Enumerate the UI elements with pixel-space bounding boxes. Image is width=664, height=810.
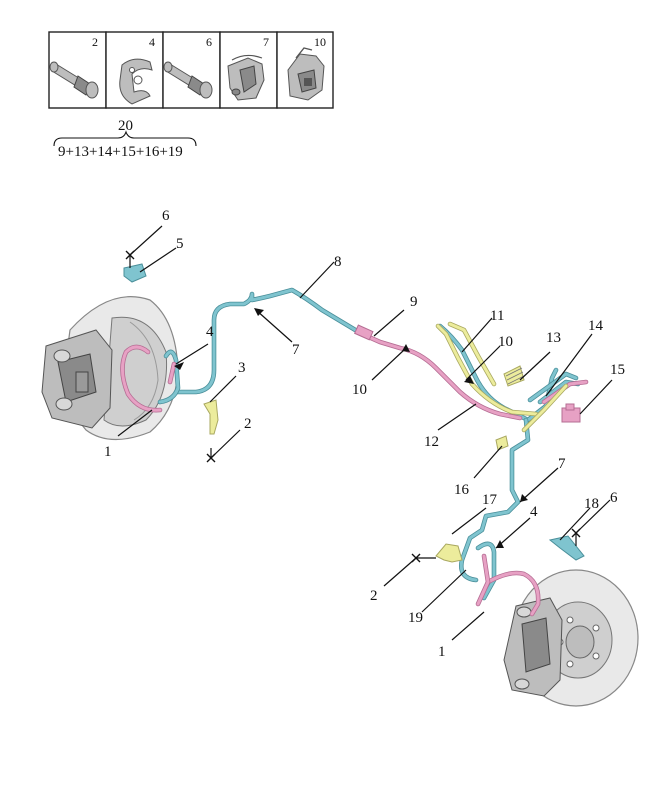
callout-8: 8 bbox=[334, 254, 342, 270]
kit-contents: 9+13+14+15+16+19 bbox=[58, 144, 183, 160]
callout-7-right: 7 bbox=[558, 456, 566, 472]
callout-10-left: 10 bbox=[352, 382, 367, 398]
leader-lines bbox=[117, 225, 613, 641]
callout-3: 3 bbox=[238, 360, 246, 376]
bracket-17 bbox=[435, 543, 463, 563]
callout-9: 9 bbox=[410, 294, 418, 310]
callouts: 6 5 8 7 4 3 2 1 9 10 11 10 13 14 15 12 1… bbox=[104, 208, 625, 660]
bracket-16 bbox=[495, 435, 509, 451]
callout-6-left: 6 bbox=[162, 208, 170, 224]
callout-7-left: 7 bbox=[292, 342, 300, 358]
spring-clip-icon bbox=[227, 54, 265, 101]
bolt-icon bbox=[49, 61, 99, 99]
callout-5: 5 bbox=[176, 236, 184, 252]
callout-4-right: 4 bbox=[530, 504, 538, 520]
callout-11: 11 bbox=[490, 308, 504, 324]
legend-number-3: 6 bbox=[206, 35, 212, 49]
callout-16: 16 bbox=[454, 482, 470, 498]
bolt-icon bbox=[163, 61, 213, 99]
bracket-18 bbox=[548, 535, 585, 561]
legend-number-1: 2 bbox=[92, 35, 98, 49]
callout-13: 13 bbox=[546, 330, 561, 346]
callout-17: 17 bbox=[482, 492, 498, 508]
callout-1-right: 1 bbox=[438, 644, 446, 660]
hose-clip-icon bbox=[287, 47, 325, 101]
right-brake-assembly bbox=[503, 569, 639, 707]
legend-number-4: 7 bbox=[263, 35, 269, 49]
kit-number: 20 bbox=[118, 118, 133, 134]
bolt-markers bbox=[125, 250, 581, 563]
kit-brace bbox=[53, 130, 197, 147]
callout-12: 12 bbox=[424, 434, 439, 450]
left-disc-face bbox=[103, 316, 168, 427]
callout-2-left: 2 bbox=[244, 416, 252, 432]
callout-6-right: 6 bbox=[610, 490, 618, 506]
brackets bbox=[203, 321, 569, 563]
callout-4-left: 4 bbox=[206, 324, 214, 340]
callout-15: 15 bbox=[610, 362, 625, 378]
bracket-3 bbox=[203, 399, 219, 435]
callout-10-right: 10 bbox=[498, 334, 513, 350]
callout-19: 19 bbox=[408, 610, 423, 626]
callout-14: 14 bbox=[588, 318, 604, 334]
callout-2-right: 2 bbox=[370, 588, 378, 604]
left-brake-assembly bbox=[41, 296, 179, 441]
parts-legend: 2 4 6 7 10 bbox=[48, 31, 334, 160]
clip-13 bbox=[503, 365, 525, 387]
clip-bracket-icon bbox=[119, 58, 153, 105]
legend-number-5: 10 bbox=[314, 35, 326, 49]
callout-1-left: 1 bbox=[104, 444, 112, 460]
callout-18: 18 bbox=[584, 496, 599, 512]
bracket-5 bbox=[123, 263, 147, 283]
legend-number-2: 4 bbox=[149, 35, 155, 49]
